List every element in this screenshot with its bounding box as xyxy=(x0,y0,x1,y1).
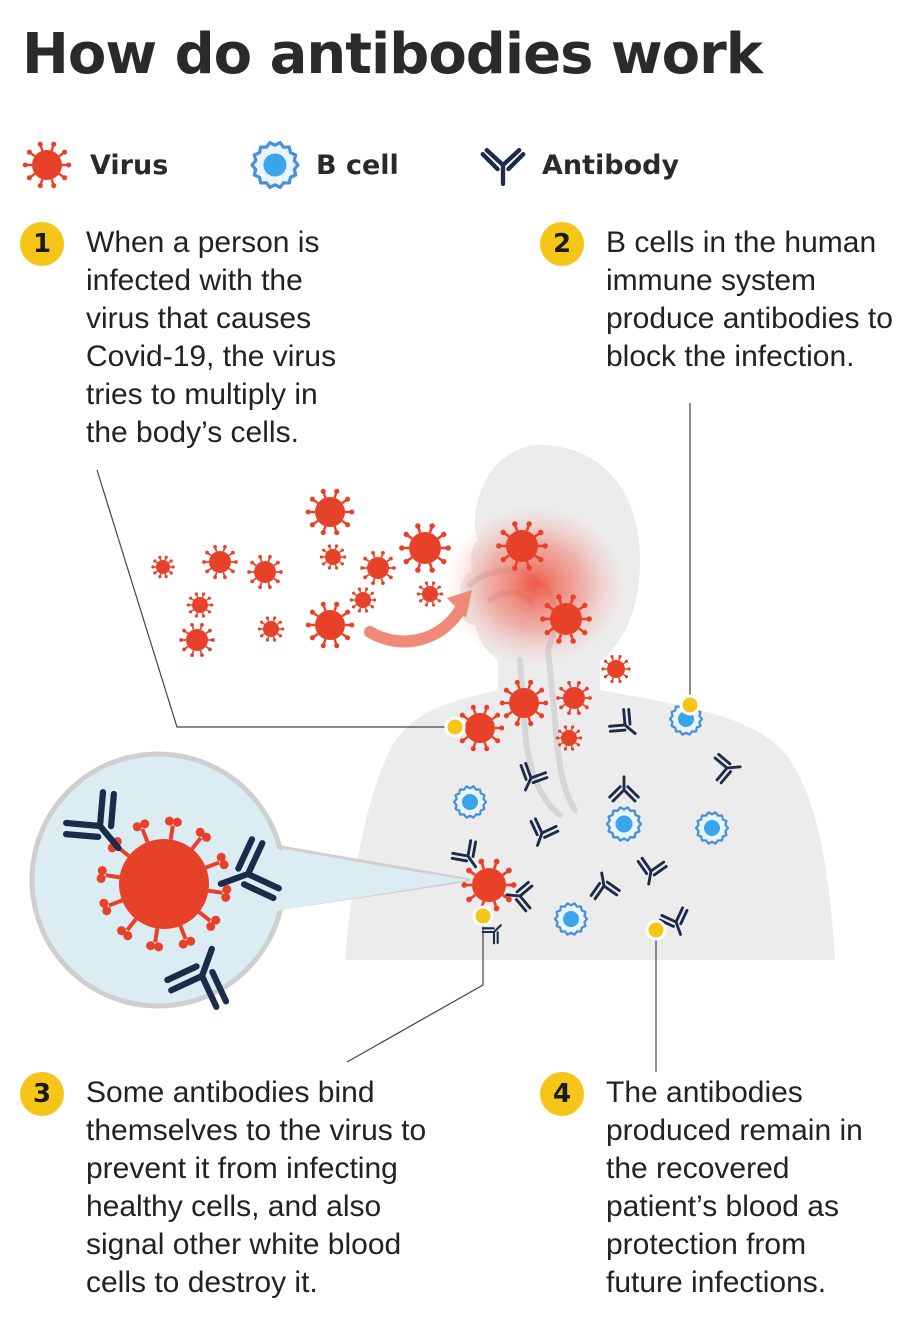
b-cell-icon xyxy=(250,140,300,190)
legend-b-cell-label: B cell xyxy=(316,149,399,181)
legend-virus-shape xyxy=(22,141,72,189)
step-2: 2 B cells in the human immune system pro… xyxy=(540,222,893,376)
step-1: 1 When a person is infected with the vir… xyxy=(20,222,337,452)
antibody-11 xyxy=(481,924,502,945)
closeup-antibody-1 xyxy=(62,789,122,852)
virus-particle-3 xyxy=(151,555,175,579)
legend-b-cell-shape xyxy=(250,140,300,190)
antibody-5 xyxy=(529,817,560,847)
antibody-9 xyxy=(505,880,534,913)
antibody-6 xyxy=(636,856,668,886)
virus-particle-16 xyxy=(601,654,631,684)
marker-dots xyxy=(444,694,701,941)
leader-lines xyxy=(96,403,691,1072)
legend-antibody: Antibody xyxy=(478,140,679,190)
step-1-text: When a person is infected with the virus… xyxy=(86,226,337,449)
virus-particle-17 xyxy=(499,679,549,727)
antibody-icon xyxy=(480,147,526,187)
antibodies xyxy=(450,708,742,945)
virus-particle-6 xyxy=(319,544,347,570)
step-4: 4 The antibodies produced remain in the … xyxy=(540,1072,863,1302)
step-1-badge: 1 xyxy=(20,222,64,266)
antibody-2 xyxy=(519,761,549,792)
virus-particle-8 xyxy=(186,592,214,618)
step-3-badge: 3 xyxy=(20,1072,64,1116)
antibody-7 xyxy=(589,871,621,901)
step-4-badge: 4 xyxy=(540,1072,584,1116)
antibody-4 xyxy=(608,775,640,803)
virus-particle-21 xyxy=(461,858,517,912)
antibody-8 xyxy=(450,839,478,869)
legend-virus-label: Virus xyxy=(90,149,169,181)
virus-particle-5 xyxy=(247,554,283,590)
page-title: How do antibodies work xyxy=(22,22,763,87)
inhale-arrow xyxy=(364,590,472,648)
virus-particle-1 xyxy=(305,488,355,536)
step-3-text: Some antibodies bind themselves to the v… xyxy=(86,1076,427,1299)
leader-line-3 xyxy=(346,918,484,1063)
virus-particle-15 xyxy=(540,594,592,644)
virus-particle-18 xyxy=(556,680,592,716)
antibody-10 xyxy=(658,906,689,936)
step-4-text: The antibodies produced remain in the re… xyxy=(606,1076,863,1299)
legend-b-cell: B cell xyxy=(248,138,399,192)
legend-antibody-label: Antibody xyxy=(542,149,680,181)
marker-dot-4 xyxy=(645,919,667,941)
b-cell-4 xyxy=(694,811,730,845)
antibody-1 xyxy=(608,708,637,735)
marker-dot-1 xyxy=(444,716,466,738)
virus-with-antibodies-closeup xyxy=(62,789,282,1010)
virus-particle-20 xyxy=(555,725,583,751)
b-cell-5 xyxy=(553,902,589,936)
virus-particle-14 xyxy=(496,521,548,571)
infection-glow xyxy=(445,505,625,665)
marker-dot-2 xyxy=(679,694,701,716)
closeup-antibody-3 xyxy=(164,945,230,1010)
virus-particle-9 xyxy=(349,587,377,613)
marker-dot-3 xyxy=(472,905,494,927)
b-cell-3 xyxy=(605,806,643,842)
virus-particle-13 xyxy=(257,616,285,642)
step-3: 3 Some antibodies bind themselves to the… xyxy=(20,1072,427,1302)
closeup-antibody-2 xyxy=(217,836,282,902)
closeup-virus xyxy=(96,816,232,952)
virus-particles xyxy=(151,488,631,912)
virus-particle-12 xyxy=(179,622,215,658)
leader-line-1 xyxy=(96,469,455,728)
legend-virus: Virus xyxy=(18,136,168,194)
virus-particle-2 xyxy=(399,523,451,573)
virus-particle-7 xyxy=(360,550,396,586)
step-2-text: B cells in the human immune system produ… xyxy=(606,226,893,373)
b-cell-2 xyxy=(452,785,488,819)
virus-icon xyxy=(22,141,72,189)
antibody-3 xyxy=(713,752,742,785)
step-2-badge: 2 xyxy=(540,222,584,266)
virus-particle-11 xyxy=(305,601,355,649)
virus-particle-4 xyxy=(202,544,238,580)
virus-particle-10 xyxy=(416,581,444,607)
